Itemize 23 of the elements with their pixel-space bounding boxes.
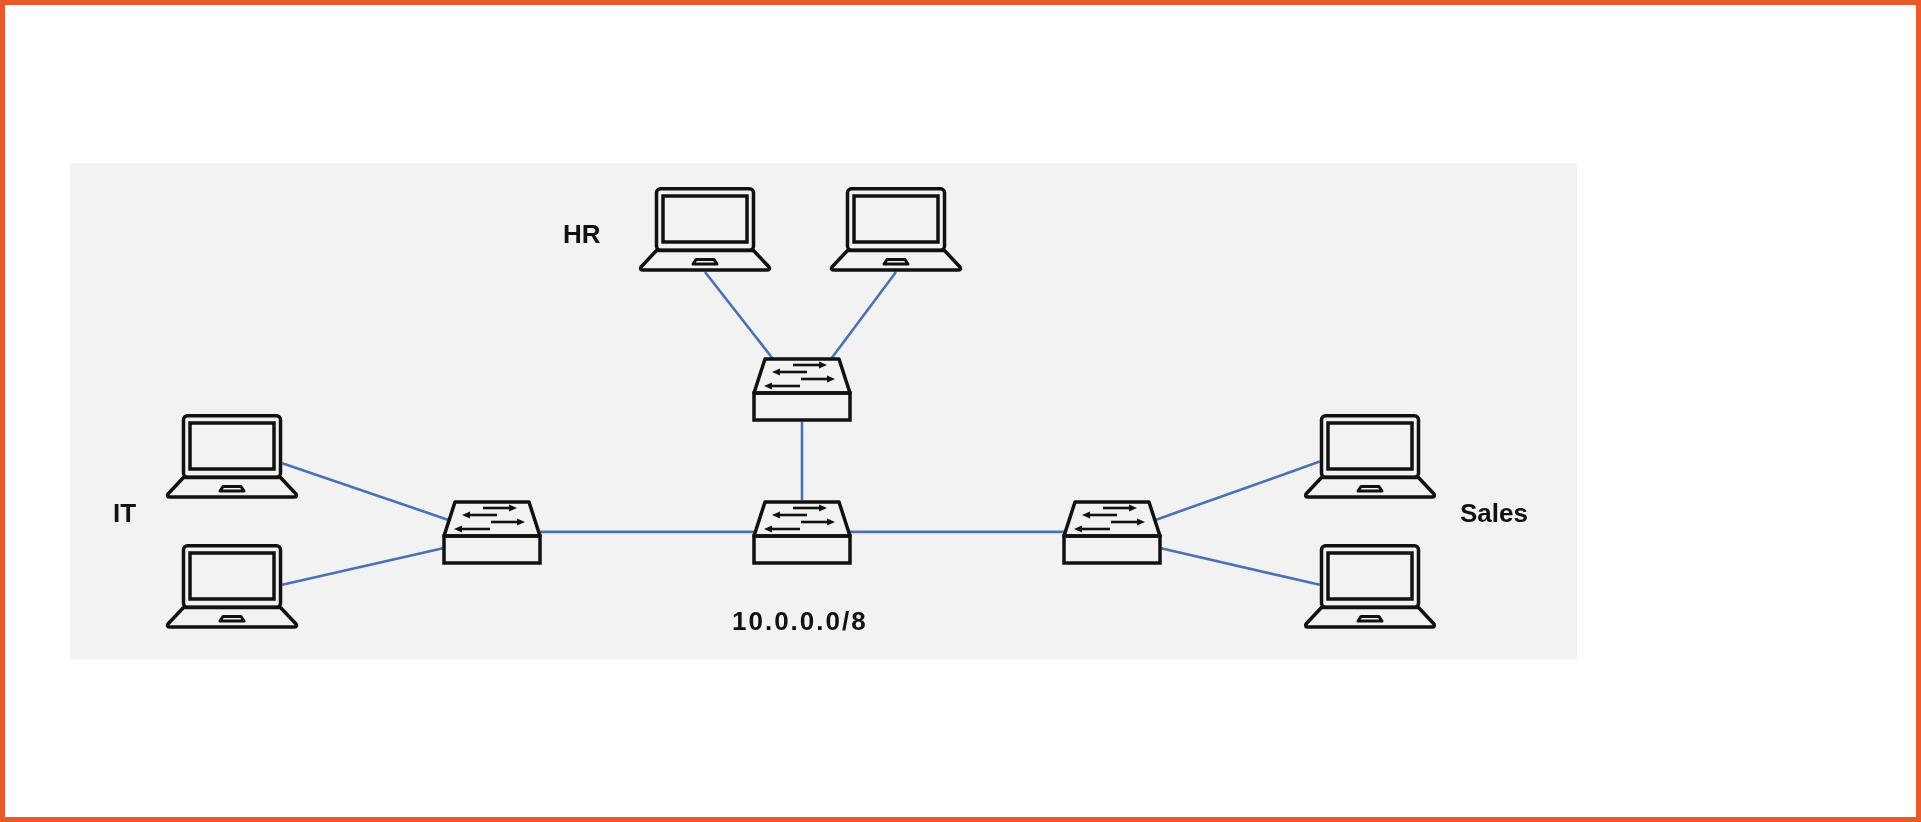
switch-icon: [752, 357, 852, 422]
network-address-label: 10.0.0.0/8: [732, 605, 868, 636]
laptop-icon: [165, 414, 299, 499]
laptop-icon: [1303, 414, 1437, 499]
connector-line: [848, 530, 1066, 534]
connector-line: [538, 530, 756, 534]
connector-line: [829, 271, 898, 360]
switch-icon: [752, 500, 852, 565]
laptop-icon: [1303, 544, 1437, 629]
group-label: IT: [113, 497, 137, 528]
switch-icon: [442, 500, 542, 565]
connector-line: [1154, 460, 1321, 522]
laptop-icon: [638, 187, 772, 272]
connector-line: [281, 546, 445, 587]
connector-line: [1159, 546, 1321, 587]
connector-line: [281, 462, 450, 522]
connector-line: [800, 422, 804, 500]
group-label: HR: [563, 218, 601, 249]
laptop-icon: [829, 187, 963, 272]
laptop-icon: [165, 544, 299, 629]
group-label: Sales: [1460, 497, 1528, 528]
connector-line: [703, 271, 775, 360]
switch-icon: [1062, 500, 1162, 565]
